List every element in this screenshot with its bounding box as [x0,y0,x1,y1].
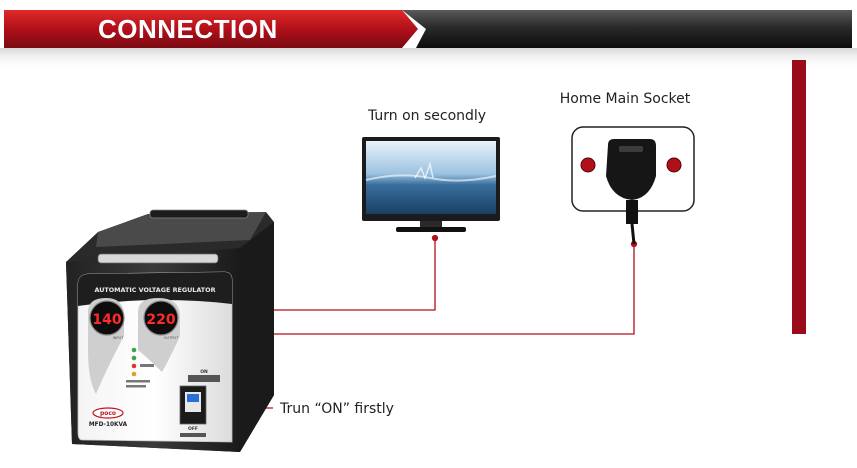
bypass-label-plate [188,375,220,382]
socket-indicator-right [666,157,682,173]
plug-cable-boot [626,200,638,224]
tv-label: Turn on secondly [367,108,486,124]
delay-led [131,363,137,369]
regulator-side-face [240,222,274,452]
tv-screen-splash-detail [414,161,434,181]
fault-led [131,371,137,377]
regulator-handle-back [149,209,249,219]
tv-stand [396,227,466,232]
switch-on-text: ON [200,369,208,375]
output-voltage-reading: 220 [146,312,175,328]
wire-regulator-to-tv [272,238,436,311]
side-accent-bar [792,60,806,334]
brand-name: poco [100,410,116,417]
tv-icon: Turn on secondly [362,108,500,232]
socket-indicator-left [580,157,596,173]
regulator-handle-front [97,253,219,264]
header-shadow [0,48,857,70]
wire-regulator-to-socket [272,244,635,335]
power-switch-toggle[interactable] [187,394,199,402]
plug-grip [619,146,643,152]
power-led [131,347,137,353]
wall-socket-icon: Home Main Socket [560,91,695,245]
output-meter-caption: OUTPUT [164,336,179,340]
regulator-output-meter [143,300,179,336]
regulator-input-meter [89,300,125,336]
tv-neck [420,221,442,227]
switch-instruction-label: Trun “ON” firstly [279,401,394,417]
input-meter-caption: INPUT [113,336,125,340]
plug-head [606,139,656,200]
socket-label: Home Main Socket [560,91,691,107]
input-voltage-reading: 140 [92,312,121,328]
header-banner: CONNECTION [0,10,857,70]
header-red-band [4,10,418,48]
plug-cable [630,223,636,245]
regulator-top-face [96,212,266,247]
regulator-panel-header [78,272,232,306]
brand-logo [92,407,124,419]
wires [222,234,638,409]
voltage-regulator-icon: AUTOMATIC VOLTAGE REGULATOR 140 220 INPU… [66,209,274,452]
led-caption-protect [126,380,150,383]
led-caption-delay [140,364,154,367]
tv-screen-splash [365,174,497,182]
page-title: CONNECTION [98,14,278,44]
model-number: MFD-10KVA [89,422,128,428]
led-caption-overload [126,385,146,388]
regulator-panel-title: AUTOMATIC VOLTAGE REGULATOR [94,286,215,294]
tv-connection-dot [431,234,439,242]
header-dark-band [402,10,852,48]
switch-bottom-plate [180,433,206,437]
switch-off-text: OFF [188,426,198,432]
normal-led [131,355,137,361]
